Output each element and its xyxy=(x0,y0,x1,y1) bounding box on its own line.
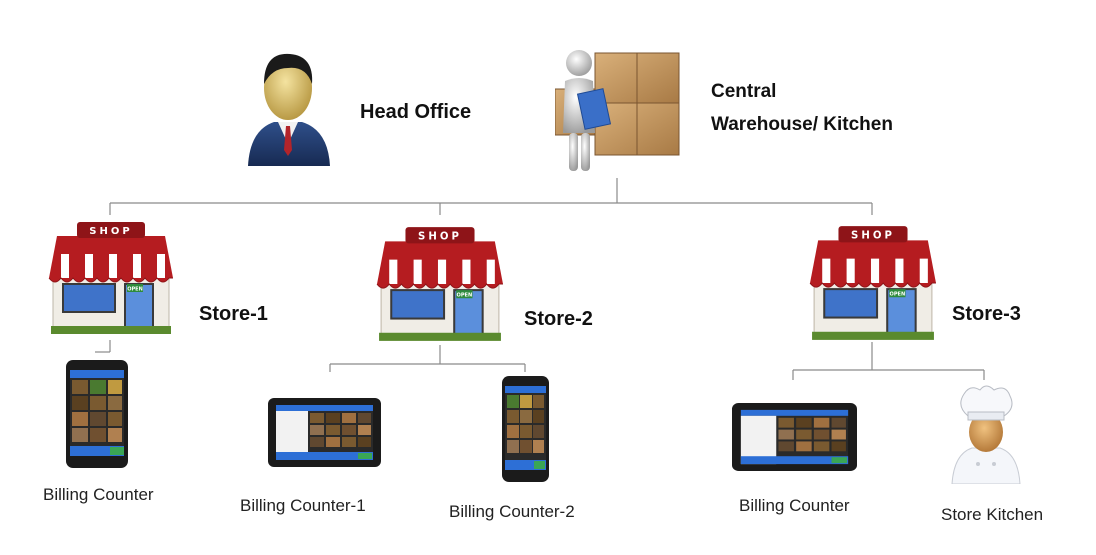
chef-icon xyxy=(948,384,1024,485)
store-1-shop-sign: SHOP xyxy=(89,226,132,237)
store-3-shop-icon: OPEN SHOP xyxy=(808,221,938,343)
store-1-billing-counter-label: Billing Counter xyxy=(43,485,154,504)
phone-device-icon xyxy=(502,376,549,482)
store-2-label: Store-2 xyxy=(524,308,593,330)
store-3-label: Store-3 xyxy=(952,303,1021,325)
store-2-shop-sign: SHOP xyxy=(418,231,462,242)
tablet-device-icon xyxy=(732,403,857,471)
warehouse-label-line1: Central xyxy=(711,81,777,102)
warehouse-label-line2: Warehouse/ Kitchen xyxy=(711,114,893,135)
store-3-billing-counter-label: Billing Counter xyxy=(739,496,850,515)
tablet-device-icon xyxy=(268,398,381,467)
store-2-billing-counter-1-label: Billing Counter-1 xyxy=(240,496,366,515)
store-1-label: Store-1 xyxy=(199,303,268,325)
store-2-open-sign: OPEN xyxy=(457,293,473,299)
businessman-icon xyxy=(244,44,332,166)
head-office-label: Head Office xyxy=(360,101,472,123)
store-1-open-sign: OPEN xyxy=(127,287,143,293)
store-2-shop-icon: OPEN SHOP xyxy=(375,221,505,345)
warehouse-worker-icon xyxy=(554,47,683,179)
store-1-shop-icon: OPEN SHOP xyxy=(47,218,175,336)
store-3-shop-sign: SHOP xyxy=(851,230,895,241)
phone-device-icon xyxy=(66,360,128,468)
store-3-open-sign: OPEN xyxy=(890,292,906,298)
store-2-billing-counter-2-label: Billing Counter-2 xyxy=(449,502,575,521)
store-kitchen-label: Store Kitchen xyxy=(941,505,1044,524)
